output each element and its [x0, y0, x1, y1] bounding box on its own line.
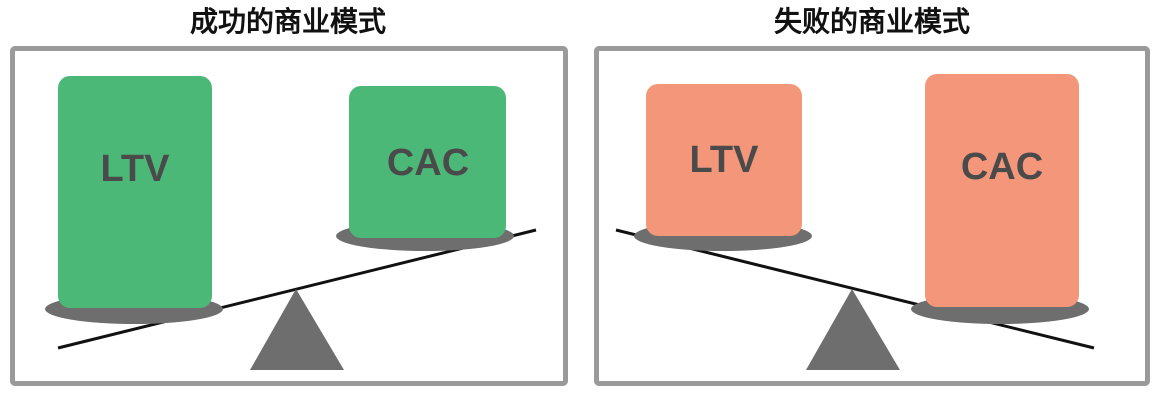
success-seesaw: LTV CAC: [45, 76, 537, 370]
success-ltv-label: LTV: [101, 148, 171, 190]
failure-ltv-label: LTV: [690, 139, 760, 181]
failure-ltv-block: [646, 84, 802, 236]
success-panel-title: 成功的商业模式: [189, 5, 386, 38]
failure-panel-title: 失败的商业模式: [773, 5, 970, 38]
failure-seesaw: LTV CAC: [615, 74, 1095, 370]
success-fulcrum: [250, 289, 344, 370]
failure-cac-block: [925, 74, 1079, 307]
failure-cac-label: CAC: [961, 146, 1043, 188]
success-ltv-block: [58, 76, 212, 308]
success-cac-block: [349, 86, 506, 238]
failure-fulcrum: [806, 289, 900, 370]
success-cac-label: CAC: [387, 142, 469, 184]
